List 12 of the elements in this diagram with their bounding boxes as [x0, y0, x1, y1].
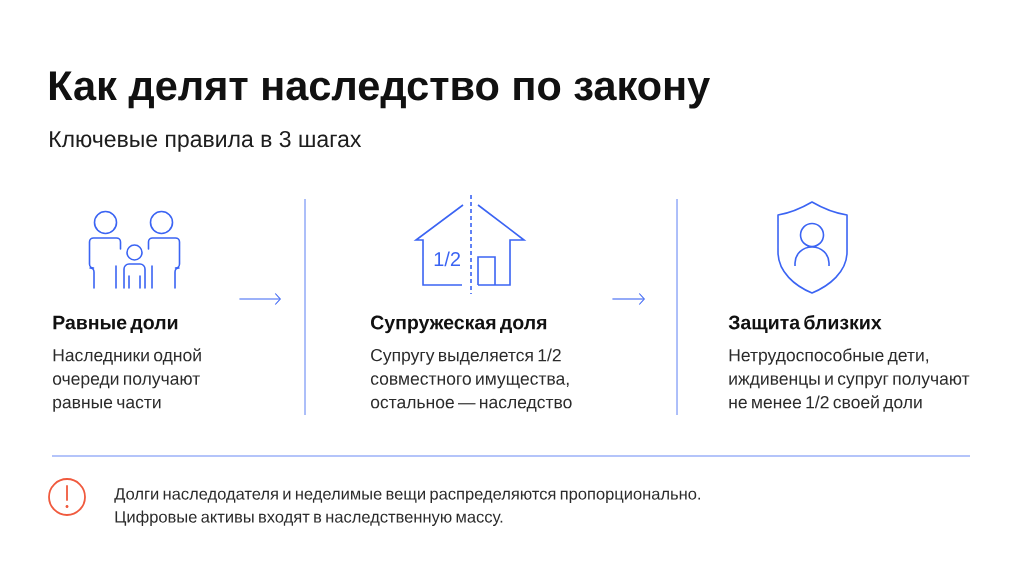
step-text: Нетрудоспособные дети, иждивенцы и супруг получают не менее 1/2 своей доли [729, 348, 970, 412]
step-heading: Супружеская доля [371, 315, 547, 334]
step-heading: Защита близких [728, 314, 882, 334]
step-heading: Равные доли [53, 315, 178, 334]
step-text: Наследники одной очереди получают равные части [52, 348, 201, 412]
arrow [611, 292, 645, 306]
note-text: Долги наследодателя и неделимые вещи распределяются пропорционально. Цифровые активы входят в наследственную массу. [114, 488, 700, 526]
step-text: Супругу выделяется 1/2 совместного имущества, остальное — наследство [370, 348, 572, 412]
title: Как делят наследство по закону [50, 71, 710, 109]
fraction-label: 1/2 [434, 251, 460, 267]
subtitle: Ключевые правила в 3 шагах [50, 130, 362, 152]
arrow [238, 292, 281, 306]
